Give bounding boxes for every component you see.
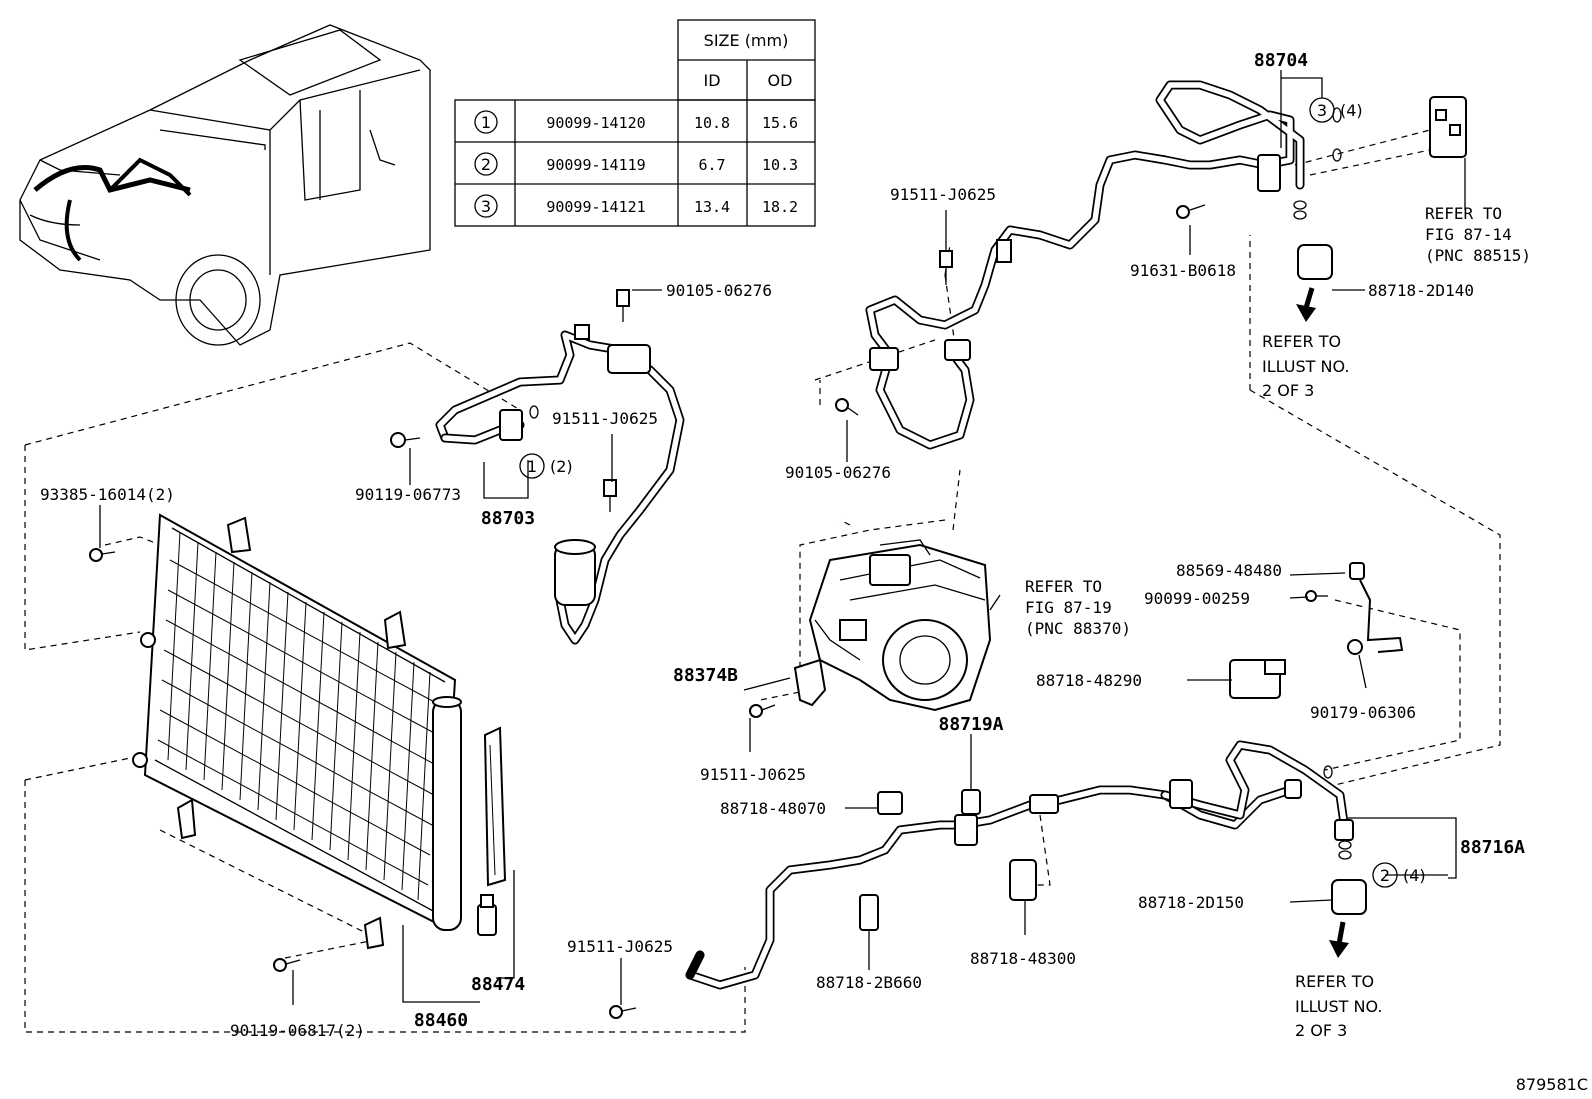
label-93385: 93385-16014(2) bbox=[40, 485, 175, 504]
label-qty-3: (4) bbox=[1340, 101, 1363, 120]
label-88718-2d140: 88718-2D140 bbox=[1368, 281, 1474, 300]
clamps-and-clips bbox=[529, 107, 1404, 931]
receiver-tank bbox=[432, 696, 462, 931]
illust-bot-line3: 2 OF 3 bbox=[1295, 1021, 1347, 1040]
vehicle-sketch bbox=[19, 24, 431, 346]
label-88704: 88704 bbox=[1254, 50, 1308, 71]
label-90099-00259: 90099-00259 bbox=[1144, 589, 1250, 608]
label-88719a: 88719A bbox=[938, 714, 1003, 735]
ref-88370-line1: REFER TO bbox=[1025, 577, 1102, 596]
label-91511-bottom: 91511-J0625 bbox=[567, 937, 673, 956]
label-qty-1: (2) bbox=[550, 457, 573, 476]
pipe-88703 bbox=[435, 324, 685, 645]
label-88703: 88703 bbox=[481, 508, 535, 529]
label-88716a: 88716A bbox=[1460, 837, 1525, 858]
label-88474: 88474 bbox=[471, 974, 525, 995]
ref-88370-line3: (PNC 88370) bbox=[1025, 619, 1131, 638]
label-88718-2d150: 88718-2D150 bbox=[1138, 893, 1244, 912]
assembly-dashed-lines bbox=[24, 129, 1501, 1033]
condenser bbox=[132, 513, 457, 950]
row-od: 15.6 bbox=[762, 114, 798, 132]
label-88460: 88460 bbox=[414, 1010, 468, 1031]
callout-circles: 3 1 2 bbox=[519, 97, 1398, 888]
id-header: ID bbox=[703, 71, 720, 90]
desiccant-filter bbox=[477, 726, 507, 936]
row-od: 10.3 bbox=[762, 156, 798, 174]
compressor bbox=[808, 539, 992, 712]
size-header: SIZE (mm) bbox=[704, 31, 789, 50]
callout-3: 3 bbox=[1317, 101, 1327, 120]
arrow-icon bbox=[1296, 287, 1349, 958]
row-part: 90099-14120 bbox=[546, 114, 645, 132]
label-88718-2b660: 88718-2B660 bbox=[816, 973, 922, 992]
bracket-88374b bbox=[793, 658, 827, 707]
size-table: SIZE (mm) ID OD 1 90099-14120 10.8 15.6 … bbox=[454, 19, 816, 227]
callout-2: 2 bbox=[1380, 866, 1390, 885]
illust-bot-line2: ILLUST NO. bbox=[1295, 997, 1382, 1016]
label-88569: 88569-48480 bbox=[1176, 561, 1282, 580]
label-88718-48300: 88718-48300 bbox=[970, 949, 1076, 968]
label-91631: 91631-B0618 bbox=[1130, 261, 1236, 280]
label-88718-48070: 88718-48070 bbox=[720, 799, 826, 818]
od-header: OD bbox=[768, 71, 793, 90]
illust-top-line2: ILLUST NO. bbox=[1262, 357, 1349, 376]
label-qty-2: (4) bbox=[1403, 866, 1426, 885]
label-88374b: 88374B bbox=[673, 665, 738, 686]
label-90105-b: 90105-06276 bbox=[785, 463, 891, 482]
label-91511-top: 91511-J0625 bbox=[890, 185, 996, 204]
illust-top-line1: REFER TO bbox=[1262, 332, 1341, 351]
row-part: 90099-14119 bbox=[546, 156, 645, 174]
row-part: 90099-14121 bbox=[546, 198, 645, 216]
illust-bot-line1: REFER TO bbox=[1295, 972, 1374, 991]
row-num: 1 bbox=[481, 113, 491, 132]
label-90179: 90179-06306 bbox=[1310, 703, 1416, 722]
ref-88515-line2: FIG 87-14 bbox=[1425, 225, 1512, 244]
label-88718-48290: 88718-48290 bbox=[1036, 671, 1142, 690]
bolts bbox=[89, 204, 1328, 1019]
row-num: 3 bbox=[481, 197, 491, 216]
row-num: 2 bbox=[481, 155, 491, 174]
callout-1: 1 bbox=[527, 457, 537, 476]
ref-88515-line3: (PNC 88515) bbox=[1425, 246, 1531, 265]
label-91511-low: 91511-J0625 bbox=[700, 765, 806, 784]
label-90105-a: 90105-06276 bbox=[666, 281, 772, 300]
ref-88370-line2: FIG 87-19 bbox=[1025, 598, 1112, 617]
label-90119-06817: 90119-06817(2) bbox=[230, 1021, 365, 1040]
figure-code: 879581C bbox=[1516, 1075, 1588, 1094]
row-od: 18.2 bbox=[762, 198, 798, 216]
row-id: 6.7 bbox=[698, 156, 725, 174]
row-id: 13.4 bbox=[694, 198, 730, 216]
pipe-88704 bbox=[865, 80, 1305, 450]
part-labels: 88704 (4) REFER TO FIG 87-14 (PNC 88515)… bbox=[40, 50, 1588, 1094]
ref-88515-line1: REFER TO bbox=[1425, 204, 1502, 223]
leader-lines bbox=[99, 70, 1466, 1005]
row-id: 10.8 bbox=[694, 114, 730, 132]
label-91511-mid: 91511-J0625 bbox=[552, 409, 658, 428]
illust-top-line3: 2 OF 3 bbox=[1262, 381, 1314, 400]
pipe-88716a bbox=[685, 740, 1354, 990]
expansion-valve bbox=[1429, 96, 1467, 158]
label-90119-06773: 90119-06773 bbox=[355, 485, 461, 504]
